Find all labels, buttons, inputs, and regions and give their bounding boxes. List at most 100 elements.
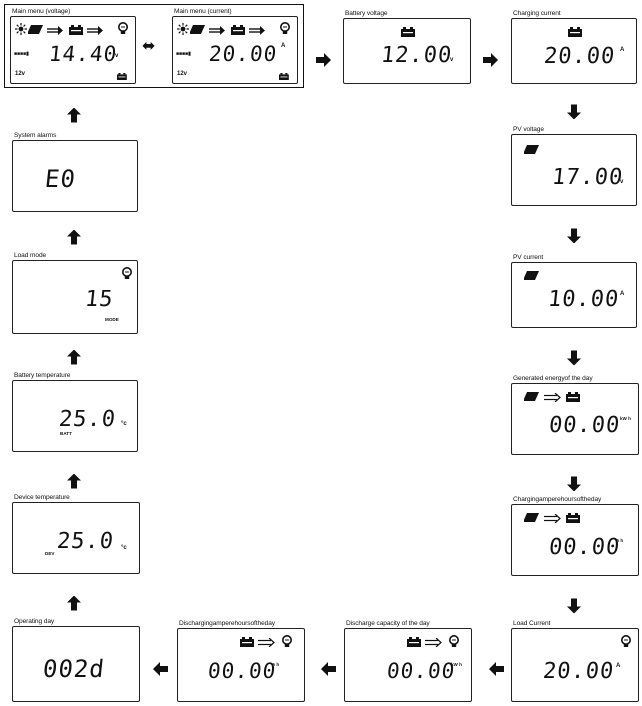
lcd-value: 12.00 (379, 43, 454, 68)
battery-rating-label: 12v (177, 71, 188, 77)
arrow-up-icon (67, 230, 81, 245)
unit-label: A (281, 43, 286, 49)
unit-label: A (620, 291, 625, 297)
flow-arrow-icon (209, 26, 226, 35)
panel-title: PV current (513, 254, 544, 261)
panel-title: Discharge capacity of the day (346, 620, 430, 627)
panel-generated-energy: Generated energyof the day 00.00 kW h (511, 375, 639, 455)
bulb-icon (620, 635, 632, 648)
lcd-value: 15 (83, 287, 115, 312)
arrow-down-icon (567, 228, 581, 243)
arrow-down-icon (567, 598, 581, 613)
lcd-screen: 00.00 kW h (511, 383, 639, 455)
bulb-icon (279, 22, 291, 35)
lcd-screen: 25.0 °c DEV (12, 502, 140, 574)
arrow-up-icon (67, 350, 81, 365)
lcd-screen: E0 (12, 140, 138, 212)
panel-title: Load Current (513, 620, 551, 627)
sub-label: MODE (105, 317, 119, 322)
battery-level-bars: ■■■■▮ (14, 51, 29, 57)
lcd-screen: 20.00 A (511, 18, 637, 84)
lcd-screen: 17.00 v (511, 134, 637, 206)
solar-panel-icon (28, 25, 43, 34)
unit-label: °c (121, 421, 127, 427)
unit-label: v (115, 53, 119, 59)
lcd-value: 10.00 (546, 287, 621, 312)
battery-icon (401, 27, 415, 37)
unit-label: kW h (451, 662, 462, 667)
panel-title: Main menu (voltage) (12, 8, 71, 15)
unit-label: °c (121, 545, 127, 551)
solar-panel-icon (524, 271, 539, 280)
unit-label: A (616, 663, 621, 669)
lcd-screen: ■■■■▮ 20.00 A 12v (172, 16, 298, 84)
arrow-down-icon (567, 350, 581, 365)
battery-level-bars: ■■■■▮ (176, 51, 191, 57)
lcd-screen: ■■■■▮ 14.40 v 12v (10, 16, 136, 84)
bulb-icon (122, 267, 132, 280)
arrow-right-icon (316, 53, 331, 67)
panel-discharge-capacity: Discharge capacity of the day 00.00 kW h (344, 620, 472, 702)
lcd-screen: 10.00 A (511, 262, 637, 328)
solar-panel-icon (524, 392, 539, 401)
battery-icon (240, 637, 254, 647)
panel-main-menu-current: Main menu (current) ■■■■▮ 20.00 A 12v (172, 8, 298, 84)
lcd-screen: 12.00 v (343, 18, 471, 84)
sub-label: DEV (45, 551, 55, 556)
battery-rating-label: 12v (15, 71, 26, 77)
lcd-value: 00.00 (547, 535, 622, 560)
lcd-screen: 20.00 A (511, 628, 639, 702)
bulb-icon (118, 22, 128, 35)
battery-icon (69, 25, 83, 35)
battery-icon (231, 25, 245, 35)
lcd-value: 25.0 (55, 529, 116, 554)
arrow-right-icon (483, 53, 498, 67)
sun-icon (177, 23, 189, 35)
panel-load-mode: Load mode 15 MODE (12, 252, 138, 334)
double-arrow-icon: ⬌ (142, 36, 156, 55)
solar-panel-icon (524, 145, 539, 154)
lcd-value: 20.00 (207, 42, 279, 66)
unit-label: v (450, 57, 454, 63)
sub-label: BATT (60, 431, 72, 436)
panel-title: Battery voltage (345, 10, 388, 17)
lcd-screen: 00.00 A h (177, 628, 305, 702)
panel-title: Generated energyof the day (513, 375, 593, 382)
lcd-value: 00.00 (206, 659, 278, 683)
arrow-up-icon (67, 474, 81, 489)
panel-pv-current: PV current 10.00 A (511, 254, 637, 328)
arrow-left-icon (153, 662, 168, 676)
battery-icon (566, 513, 580, 523)
battery-icon (279, 73, 289, 80)
double-arrow-icon (425, 638, 442, 647)
lcd-value: 14.40 (47, 42, 119, 66)
sun-icon (15, 23, 27, 35)
lcd-value: 002d (41, 655, 107, 683)
double-arrow-icon (258, 638, 275, 647)
unit-label: A h (616, 538, 624, 543)
lcd-value: E0 (43, 165, 78, 193)
arrow-down-icon (567, 476, 581, 491)
panel-battery-temperature: Battery temperature 25.0 °c BATT (12, 372, 138, 452)
panel-title: Chargingamperehoursoftheday (513, 496, 602, 503)
unit-label: v (620, 179, 624, 185)
panel-title: Device temperature (14, 494, 70, 501)
double-arrow-icon (544, 514, 561, 523)
unit-label: kW h (620, 416, 631, 421)
solar-panel-icon (190, 25, 205, 34)
lcd-value: 00.00 (385, 659, 457, 683)
arrow-left-icon (489, 662, 504, 676)
battery-icon (566, 392, 580, 402)
panel-title: Dischargingamperehoursoftheday (179, 620, 275, 627)
unit-label: A h (272, 662, 280, 667)
battery-icon (117, 73, 127, 80)
panel-load-current: Load Current 20.00 A (511, 620, 639, 702)
panel-system-alarms: System alarms E0 (12, 132, 138, 212)
solar-panel-icon (524, 513, 539, 522)
lcd-value: 20.00 (542, 44, 617, 69)
lcd-screen: 00.00 kW h (344, 628, 472, 702)
flow-arrow-icon (87, 26, 104, 35)
panel-title: Operating day (14, 618, 55, 625)
battery-icon (568, 27, 582, 37)
arrow-up-icon (67, 108, 81, 123)
